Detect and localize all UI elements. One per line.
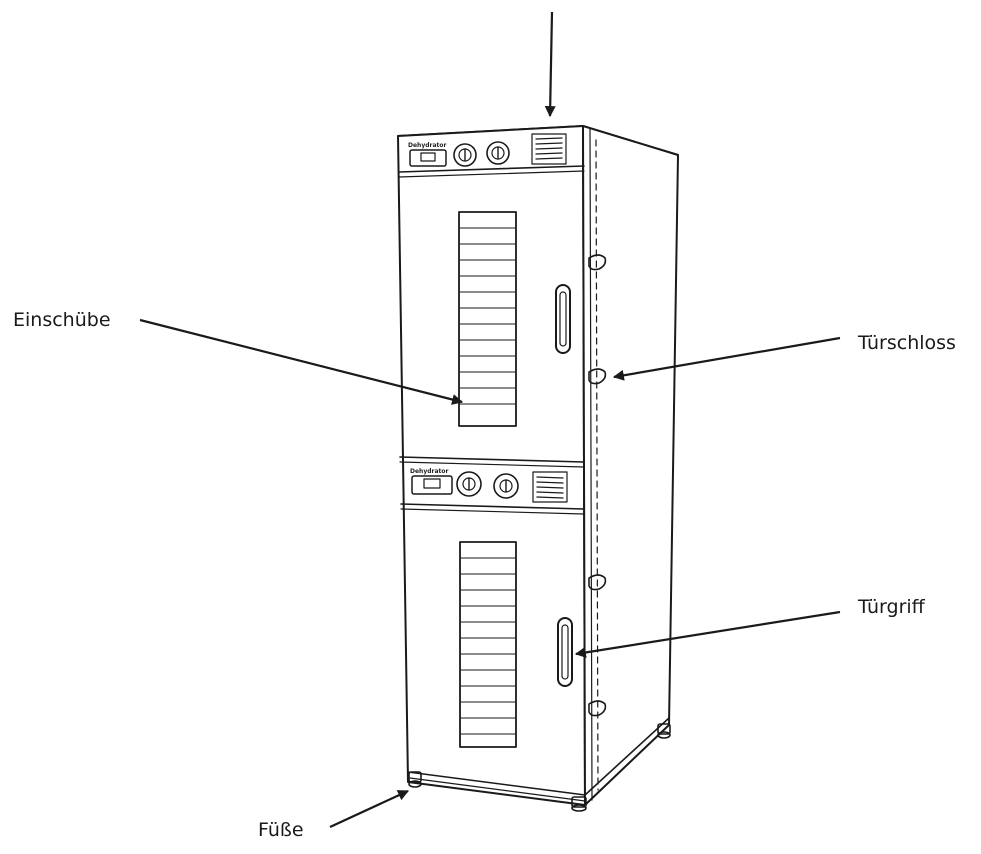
lower-trays [460, 557, 516, 735]
arrow-icon [139, 318, 464, 405]
upper-door-handle [555, 284, 571, 354]
dial-icon [493, 473, 519, 499]
dial-icon [486, 141, 510, 165]
einschuebe-label: Einschübe [13, 309, 111, 331]
tuerschloss-label: Türschloss [858, 332, 956, 354]
fuesse-label: Füße [258, 819, 304, 841]
side-seam [595, 139, 599, 791]
dial-icon [453, 143, 477, 167]
lower-window [459, 541, 517, 748]
vent-slots [532, 471, 568, 503]
lower-control-panel [400, 471, 585, 515]
upper-control-panel [398, 133, 585, 178]
feet [408, 723, 671, 812]
upper-door-locks [588, 254, 607, 385]
arrow-icon [544, 11, 556, 118]
lower-door-locks [588, 574, 607, 717]
arrow-icon [612, 336, 841, 381]
vent-slots [531, 133, 567, 165]
arrow-icon [574, 610, 841, 658]
base [407, 717, 670, 802]
arrow-icon [329, 790, 409, 828]
upper-window [458, 211, 517, 427]
display-icon [411, 475, 453, 495]
upper-trays [459, 227, 516, 405]
lower-door-handle [557, 617, 573, 687]
cabinet [397, 125, 679, 806]
dial-icon [456, 471, 482, 497]
lower-brand-text: Dehydrator [410, 468, 449, 475]
display-icon [409, 149, 447, 167]
tuergriff-label: Türgriff [858, 596, 925, 618]
upper-brand-text: Dehydrator [408, 142, 447, 149]
